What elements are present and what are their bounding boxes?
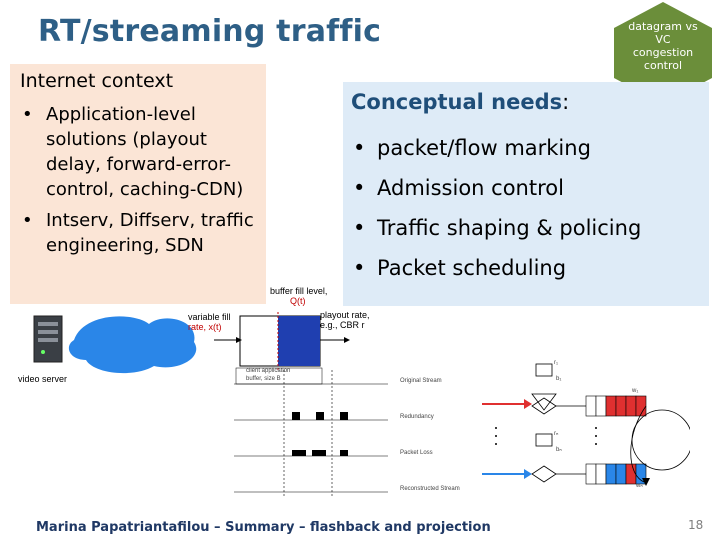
client-application-label: client application xyxy=(246,368,291,374)
fec-row-original: Original Stream xyxy=(400,378,442,384)
list-item: •Packet scheduling xyxy=(353,256,567,280)
conceptual-needs-box: Conceptual needs: •packet/flow marking •… xyxy=(343,82,709,306)
badge-line-1: datagram vs xyxy=(628,20,698,33)
sched-wn: wₙ xyxy=(636,483,643,489)
badge-line-4: control xyxy=(643,59,683,72)
badge-line-2: VC xyxy=(655,33,671,46)
fec-figure: Original Stream Redundancy Packet Loss R… xyxy=(220,366,470,500)
fec-figure-graphics xyxy=(234,370,388,496)
topic-badge-text: datagram vs VC congestion control xyxy=(612,20,714,72)
badge-line-3: congestion xyxy=(632,46,694,59)
fec-row-loss: Packet Loss xyxy=(400,450,433,456)
sched-b1: b₁ xyxy=(556,376,562,382)
sched-r1: r₁ xyxy=(554,360,559,366)
slide-title: RT/streaming traffic xyxy=(38,14,382,49)
streaming-figure: video server variable fill rate, x(t) bu… xyxy=(14,282,384,388)
list-item: •packet/flow marking xyxy=(353,136,591,160)
client-buffer-label: buffer, size B xyxy=(246,376,281,382)
list-item: •Admission control xyxy=(353,176,564,200)
topic-badge[interactable]: datagram vs VC congestion control xyxy=(612,0,714,106)
playout-rate-label: playout rate, e.g., CBR r xyxy=(320,310,370,330)
scheduler-figure-graphics xyxy=(482,363,690,486)
sched-rn: rₙ xyxy=(554,431,559,437)
slide-footer: Marina Papatriantafilou – Summary – flas… xyxy=(36,520,491,535)
conceptual-needs-list: •packet/flow marking •Admission control … xyxy=(351,128,641,288)
buffer-fill-label: buffer fill level, Q(t) xyxy=(270,286,328,306)
sched-bn: bₙ xyxy=(556,447,562,453)
sched-w1: w₁ xyxy=(632,388,639,394)
page-number: 18 xyxy=(688,518,704,532)
conceptual-needs-heading: Conceptual needs: xyxy=(351,90,570,114)
internet-context-list: •Application-level solutions (playout de… xyxy=(18,102,264,264)
streaming-figure-graphics xyxy=(33,312,350,385)
list-item: •Intserv, Diffserv, traffic engineering,… xyxy=(22,210,254,256)
hexagon-shape xyxy=(614,2,712,104)
internet-context-heading: Internet context xyxy=(20,70,174,92)
scheduler-figure: r₁ b₁ w₁ rₙ bₙ wₙ xyxy=(476,354,690,498)
fec-row-reconstructed: Reconstructed Stream xyxy=(400,486,460,492)
fec-row-redundancy: Redundancy xyxy=(400,414,434,420)
video-server-label: video server xyxy=(18,374,68,384)
variable-fill-label: variable fill rate, x(t) xyxy=(188,312,231,332)
list-item: •Traffic shaping & policing xyxy=(353,216,642,240)
internet-context-box: Internet context •Application-level solu… xyxy=(10,64,266,304)
list-item: •Application-level solutions (playout de… xyxy=(22,104,244,200)
